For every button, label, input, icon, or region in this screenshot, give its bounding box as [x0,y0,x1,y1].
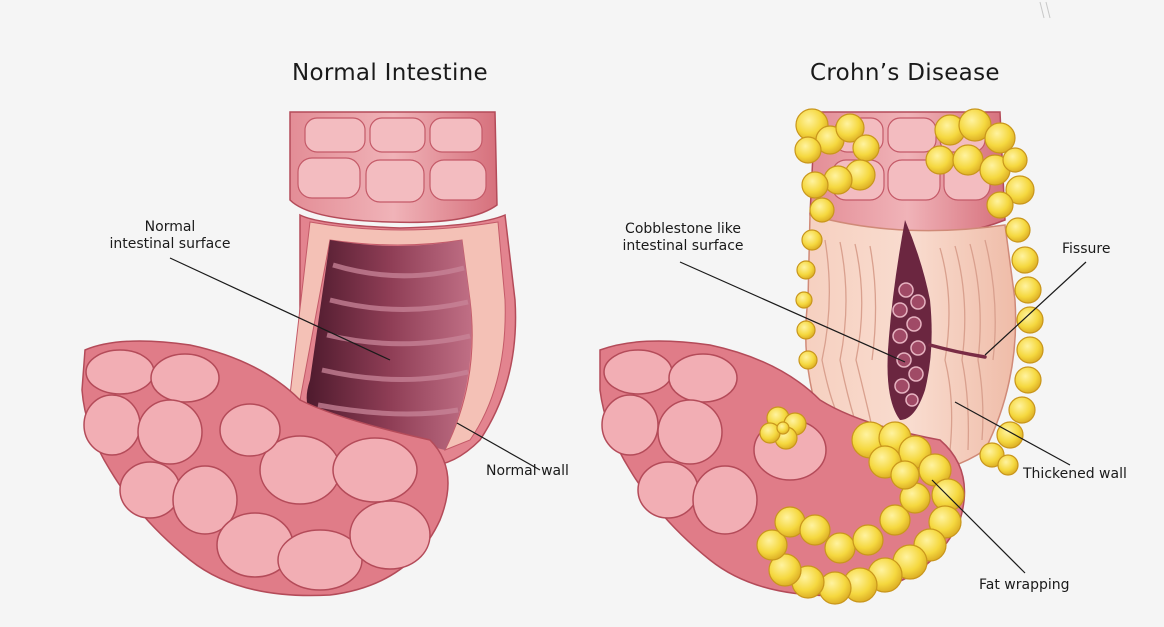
normal-wall-label: Normal wall [486,463,569,480]
normal-surface-label-line1: Normal [95,219,245,236]
cobblestone-label-line2: intestinal surface [608,238,758,255]
corner-mark [1040,2,1050,18]
normal-intestine-illustration [82,112,516,596]
crohns-disease-title: Crohn’s Disease [810,60,1000,86]
thickened-wall-label: Thickened wall [1023,466,1127,483]
crohns-intestine-illustration [600,109,1043,604]
fat-wrapping-label: Fat wrapping [979,577,1070,594]
fissure-label: Fissure [1062,241,1110,258]
normal-surface-label-line2: intestinal surface [95,236,245,253]
normal-intestine-title: Normal Intestine [292,60,488,86]
normal-upper-folds [298,118,486,202]
cobblestone-label: Cobblestone like intestinal surface [608,221,758,255]
cobblestone-label-line1: Cobblestone like [608,221,758,238]
normal-surface-label: Normal intestinal surface [95,219,245,253]
